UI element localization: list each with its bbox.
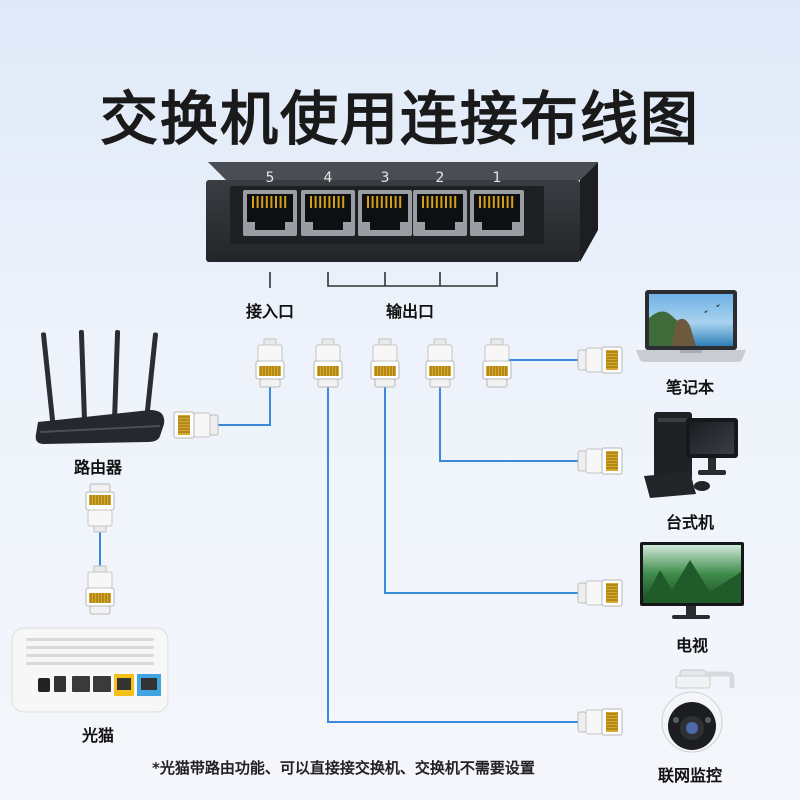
switch-port-5 [243, 190, 297, 236]
camera-illustration [661, 669, 735, 753]
cable-camera [327, 385, 580, 723]
footnote: *光猫带路由功能、可以直接接交换机、交换机不需要设置 [152, 759, 535, 777]
cable-desktop [439, 385, 580, 462]
router-label: 路由器 [74, 458, 123, 477]
tv-illustration [640, 542, 744, 619]
tv-label: 电视 [676, 636, 709, 655]
camera-label: 联网监控 [658, 766, 723, 785]
laptop-illustration [636, 290, 746, 362]
network-cables [99, 359, 580, 723]
page-title: 交换机使用连接布线图 [99, 85, 700, 153]
desktop-label: 台式机 [666, 513, 715, 532]
input-port-label: 接入口 [246, 302, 295, 321]
modem-illustration [11, 627, 169, 713]
output-port-label: 输出口 [386, 302, 435, 321]
port-numbers: 5 4 3 2 1 [266, 170, 502, 186]
switch-plugs [256, 339, 511, 387]
switch-port-1 [470, 190, 524, 236]
desktop-illustration [644, 412, 738, 498]
port-number-4: 4 [324, 170, 333, 186]
port-number-3: 3 [381, 170, 390, 186]
port-bracket [269, 272, 498, 288]
switch-port-3 [358, 190, 412, 236]
router-illustration [35, 330, 165, 444]
port-number-1: 1 [493, 170, 502, 186]
switch-port-4 [301, 190, 355, 236]
port-number-2: 2 [436, 170, 445, 186]
cable-router [218, 385, 271, 426]
modem-label: 光猫 [82, 726, 115, 745]
switch-ports [243, 190, 524, 236]
port-number-5: 5 [266, 170, 275, 186]
laptop-label: 笔记本 [666, 378, 715, 397]
cable-tv [384, 385, 580, 594]
switch-port-2 [413, 190, 467, 236]
